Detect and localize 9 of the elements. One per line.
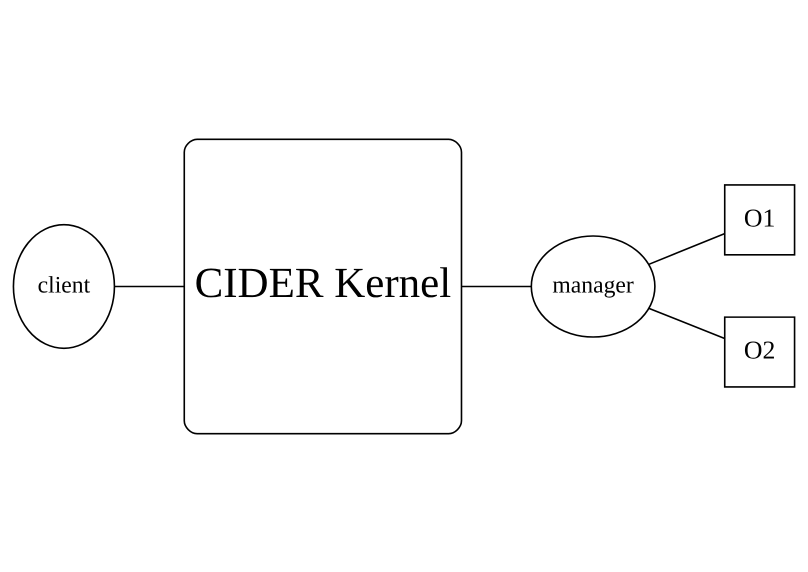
node-box: O1: [724, 184, 796, 256]
node-ellipse: client: [12, 223, 116, 349]
connector: [114, 285, 184, 287]
node-ellipse: manager: [530, 234, 656, 338]
node-box: CIDER Kernel: [183, 138, 462, 434]
connector: [648, 307, 725, 339]
connector: [462, 285, 532, 287]
node-box: O2: [724, 316, 796, 388]
connector: [648, 232, 725, 265]
